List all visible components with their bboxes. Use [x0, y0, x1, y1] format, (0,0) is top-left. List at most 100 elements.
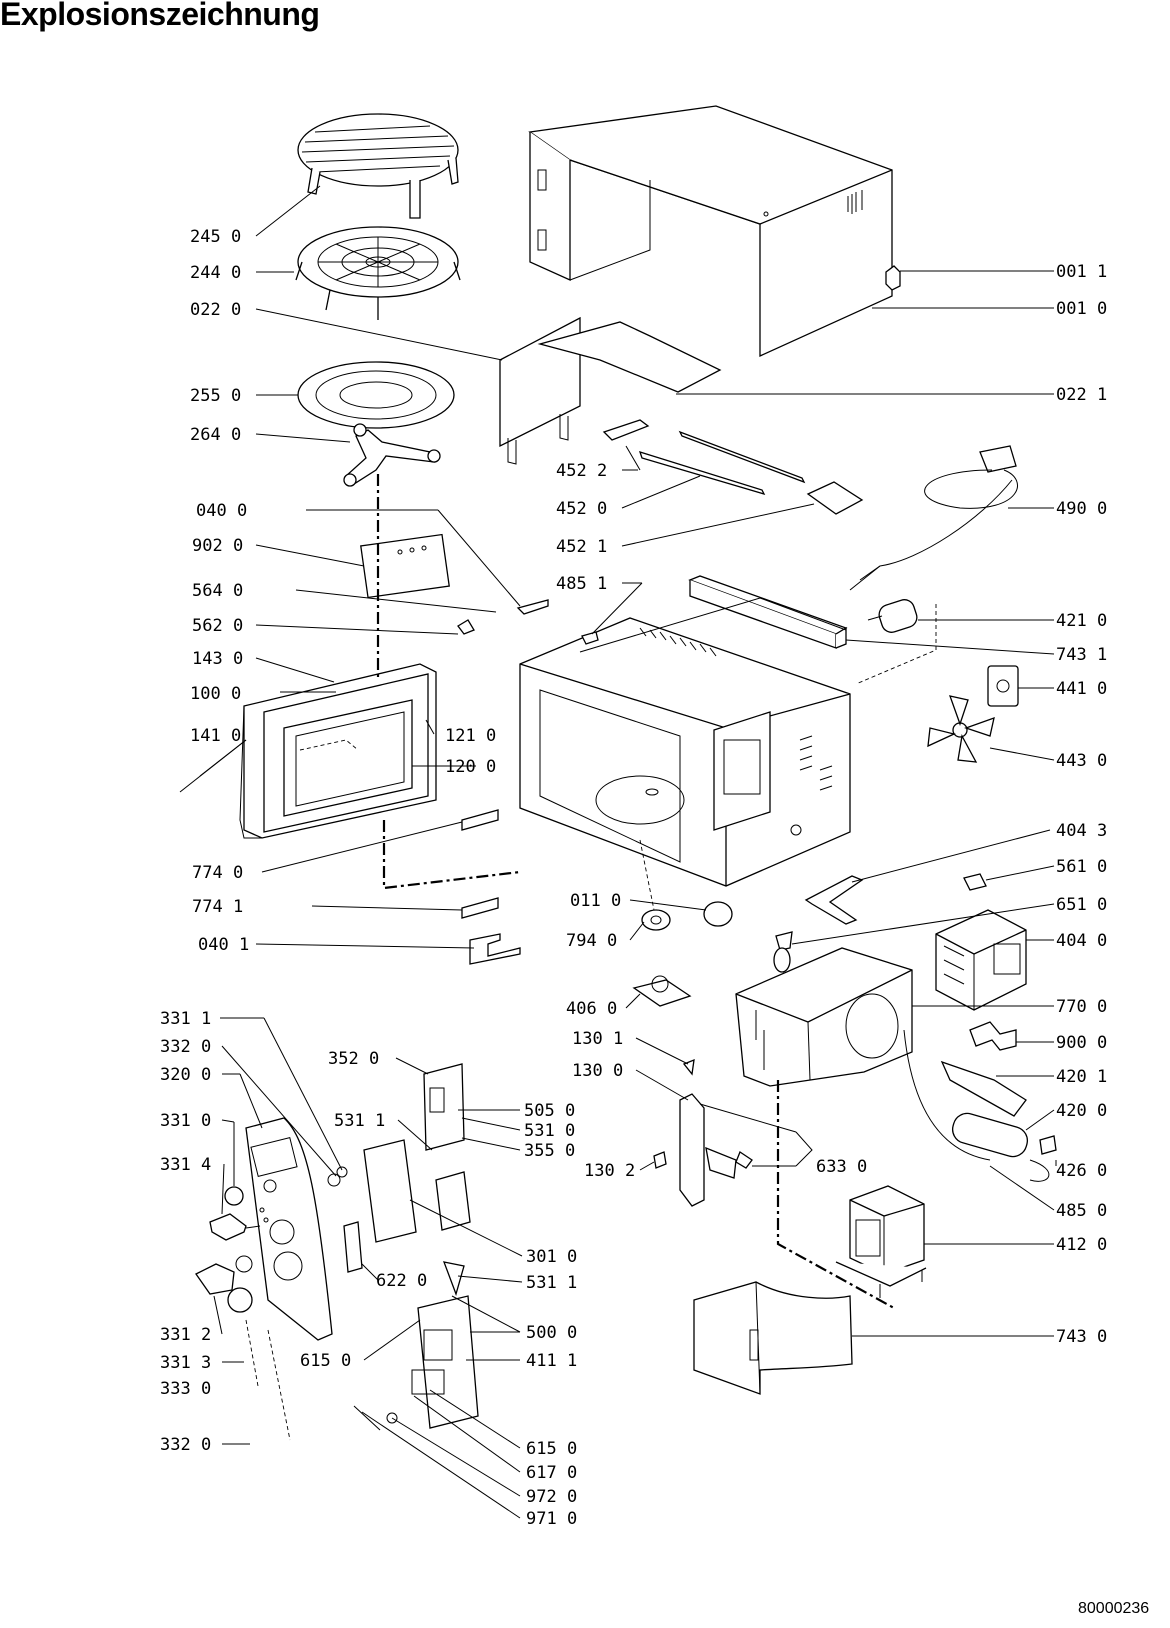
part-label: 485 1 — [556, 574, 607, 594]
control-panel-part — [245, 1117, 333, 1341]
magnetron-part — [835, 1185, 927, 1298]
part-label: 622 0 — [376, 1271, 427, 1291]
leader-452-0 — [621, 475, 701, 509]
part-label: 332 0 — [160, 1435, 211, 1455]
oven-cavity-part — [519, 597, 851, 887]
part-label: 971 0 — [526, 1509, 577, 1529]
leader-141-0b — [199, 739, 247, 777]
part-label: 404 0 — [1056, 931, 1107, 951]
door-latch-part — [360, 533, 599, 965]
part-label: 130 1 — [572, 1029, 623, 1049]
alignment-axis-fan — [855, 604, 937, 685]
part-label: 352 0 — [328, 1049, 379, 1069]
part-label: 412 0 — [1056, 1235, 1107, 1255]
part-label: 564 0 — [192, 581, 243, 601]
part-label: 420 1 — [1056, 1067, 1107, 1087]
leader-332-0a — [221, 1045, 337, 1177]
leader-902-0 — [255, 544, 365, 567]
page-title: Explosionszeichnung — [0, 0, 320, 32]
part-label: 420 0 — [1056, 1101, 1107, 1121]
leader-452-2b — [625, 445, 641, 471]
part-label: 143 0 — [192, 649, 243, 669]
part-label: 130 0 — [572, 1061, 623, 1081]
leader-040-0b — [437, 509, 521, 607]
thermal-switch-part — [987, 665, 1019, 707]
part-label: 333 0 — [160, 1379, 211, 1399]
control-knob-part — [195, 1166, 348, 1313]
part-label: 743 0 — [1056, 1327, 1107, 1347]
leader-130-1 — [635, 1037, 689, 1065]
part-label: 320 0 — [160, 1065, 211, 1085]
part-label: 774 1 — [192, 897, 243, 917]
part-label: 121 0 — [445, 726, 496, 746]
part-label: 040 0 — [196, 501, 247, 521]
part-label: 774 0 — [192, 863, 243, 883]
leader-352-0 — [395, 1057, 429, 1075]
part-label: 301 0 — [526, 1247, 577, 1267]
leader-774-1 — [311, 905, 463, 911]
capacitor-part — [903, 1021, 1057, 1182]
leader-130-0 — [635, 1069, 689, 1101]
leader-443-0 — [989, 747, 1055, 761]
leader-622-0 — [361, 1263, 379, 1281]
leader-794-0 — [629, 921, 645, 941]
air-guide-housing-part — [735, 947, 913, 1087]
leader-531-1b — [457, 1275, 523, 1283]
circuit-board-part — [343, 1063, 479, 1431]
leader-245-0 — [255, 185, 321, 237]
leader-774-0 — [261, 821, 463, 873]
power-cord-part — [849, 445, 1018, 591]
part-label: 022 1 — [1056, 385, 1107, 405]
leader-331-2 — [213, 1295, 223, 1335]
alignment-axis-motor — [639, 839, 655, 911]
part-label: 452 2 — [556, 461, 607, 481]
part-label: 355 0 — [524, 1141, 575, 1161]
leader-264-0 — [255, 433, 351, 443]
part-label: 490 0 — [1056, 499, 1107, 519]
leader-633-0-brace — [795, 1131, 813, 1167]
fan-motor-part — [867, 599, 918, 633]
document-number: 80000236 — [1078, 1600, 1150, 1617]
leader-143-0 — [255, 657, 335, 683]
leader-331-4 — [221, 1163, 225, 1215]
part-label: 040 1 — [198, 935, 249, 955]
leader-485-1b — [591, 582, 643, 635]
part-label: 531 1 — [334, 1111, 385, 1131]
part-label: 561 0 — [1056, 857, 1107, 877]
part-label: 505 0 — [524, 1101, 575, 1121]
part-label: 617 0 — [526, 1463, 577, 1483]
part-label: 331 4 — [160, 1155, 211, 1175]
part-label: 244 0 — [190, 263, 241, 283]
part-label: 245 0 — [190, 227, 241, 247]
leader-562-0 — [255, 624, 459, 635]
outer-casing-part — [528, 105, 901, 358]
hinge-rod-part — [602, 419, 864, 515]
leader-972-0 — [391, 1417, 521, 1497]
part-label: 426 0 — [1056, 1161, 1107, 1181]
part-label: 411 1 — [526, 1351, 577, 1371]
leader-404-3 — [851, 829, 1051, 883]
leader-633-0a — [699, 1103, 797, 1133]
side-cover-part — [693, 1281, 853, 1395]
glass-plate-part — [297, 361, 455, 429]
alignment-axis-cover — [776, 1080, 895, 1309]
alignment-axis-door — [382, 820, 521, 890]
leader-121-0 — [425, 719, 435, 735]
part-label: 443 0 — [1056, 751, 1107, 771]
fan-blade-part — [927, 695, 995, 763]
leader-561-0 — [985, 865, 1055, 881]
leader-130-2 — [639, 1161, 655, 1171]
part-label: 452 1 — [556, 537, 607, 557]
part-label: 531 1 — [526, 1273, 577, 1293]
leader-500-0a — [451, 1295, 521, 1333]
part-label: 615 0 — [526, 1439, 577, 1459]
part-label: 331 1 — [160, 1009, 211, 1029]
roller-support-part — [343, 423, 441, 487]
part-label: 011 0 — [570, 891, 621, 911]
part-label: 794 0 — [566, 931, 617, 951]
part-label: 331 2 — [160, 1325, 211, 1345]
part-label: 421 0 — [1056, 611, 1107, 631]
part-label: 022 0 — [190, 300, 241, 320]
waveguide-part — [499, 316, 722, 465]
